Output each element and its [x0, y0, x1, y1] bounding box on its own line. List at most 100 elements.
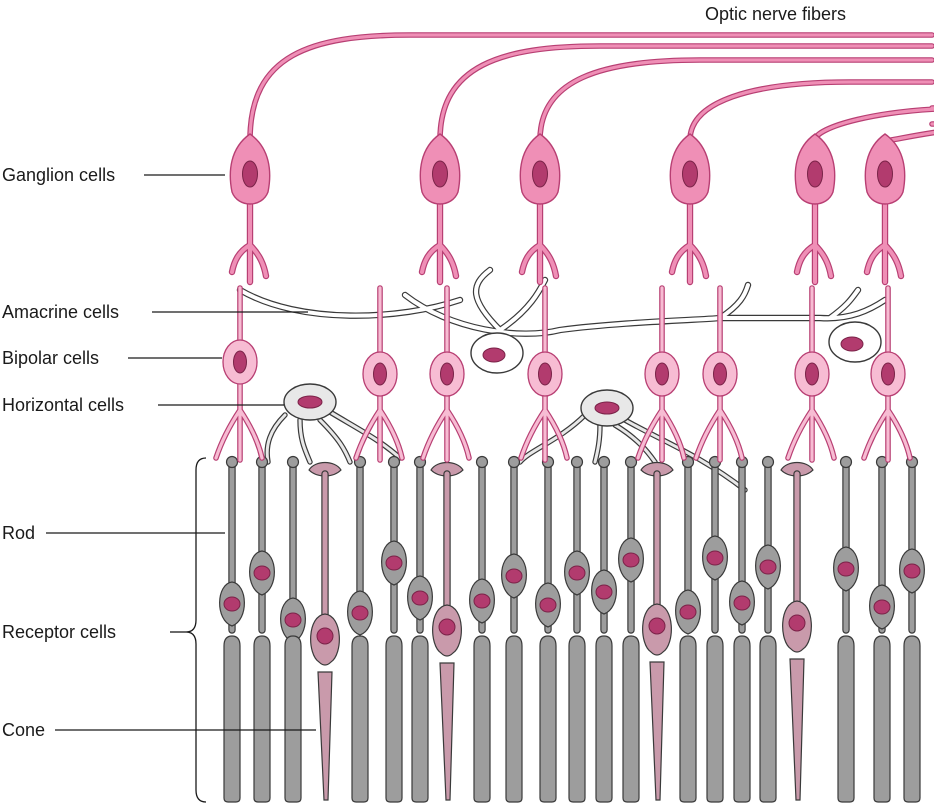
bipolar-processes	[213, 285, 265, 463]
label-horizontal-cells: Horizontal cells	[2, 395, 124, 415]
bipolar-nucleus	[233, 350, 247, 374]
optic-nerve-fiber-core	[813, 106, 934, 142]
rod-outer-segment	[733, 635, 751, 803]
rod-outer-segment	[837, 635, 855, 803]
amacrine-cell-network	[236, 266, 889, 374]
rod-cell	[833, 455, 859, 803]
label-bipolar-cells: Bipolar cells	[2, 348, 99, 368]
rod-outer-segment	[622, 635, 640, 803]
rod-outer-segment	[253, 635, 271, 803]
amacrine-processes	[236, 266, 889, 337]
ganglion-dendrite	[228, 196, 270, 286]
cone-nucleus	[788, 614, 806, 632]
rod-terminal	[624, 455, 638, 469]
rod-outer-segment	[568, 635, 586, 803]
ganglion-nucleus	[432, 160, 448, 188]
bipolar-cell	[518, 285, 570, 463]
cone-pedicle	[640, 461, 674, 477]
rod-terminal	[597, 455, 611, 469]
bipolar-cell	[861, 285, 913, 463]
rod-cell	[729, 455, 755, 803]
rod-nucleus	[733, 595, 751, 611]
optic-nerve-fiber	[537, 57, 934, 143]
bipolar-processes-core	[519, 286, 569, 462]
cone-cell	[640, 461, 674, 801]
bipolar-cell	[693, 285, 745, 463]
rod-terminal	[286, 455, 300, 469]
rod-nucleus	[679, 604, 697, 620]
bipolar-processes-core	[862, 286, 912, 462]
ganglion-cell	[228, 133, 271, 286]
bipolar-cell-layer	[213, 285, 913, 463]
optic-nerve-fiber	[437, 43, 934, 143]
rod-cell	[755, 455, 781, 803]
bipolar-processes	[518, 285, 570, 463]
horizontal-soma-right-nucleus	[594, 401, 620, 415]
optic-nerve-fiber	[882, 121, 934, 144]
ganglion-dendrite	[793, 196, 835, 286]
optic-nerve-fiber-core	[438, 44, 934, 142]
rod-cell	[347, 455, 373, 803]
bipolar-cell	[353, 285, 405, 463]
rod-cell	[899, 455, 925, 803]
rod-cell	[280, 455, 306, 803]
rod-outer-segment	[595, 635, 613, 803]
cone-outer-segment	[649, 661, 665, 801]
optic-nerve-fiber-core	[538, 58, 934, 142]
rod-nucleus	[706, 550, 724, 566]
rod-outer-segment	[873, 635, 891, 803]
optic-nerve-fiber-outline	[247, 32, 934, 143]
rod-nucleus	[505, 568, 523, 584]
rod-outer-segment	[385, 635, 403, 803]
rod-cell	[501, 455, 527, 803]
rod-nucleus	[759, 559, 777, 575]
ganglion-cell	[518, 133, 561, 286]
bipolar-nucleus	[373, 362, 387, 386]
ganglion-cell	[668, 133, 711, 286]
rod-nucleus	[253, 565, 271, 581]
label-rod: Rod	[2, 523, 35, 543]
cone-outer-segment	[317, 671, 333, 801]
bipolar-cell	[213, 285, 265, 463]
rod-outer-segment	[284, 635, 302, 803]
rod-cell	[381, 455, 407, 803]
rod-nucleus	[903, 563, 921, 579]
bipolar-nucleus	[805, 362, 819, 386]
rod-nucleus	[223, 596, 241, 612]
rod-cell	[564, 455, 590, 803]
rod-cell	[249, 455, 275, 803]
rod-cell	[535, 455, 561, 803]
rod-terminal	[507, 455, 521, 469]
bipolar-processes-core	[694, 286, 744, 462]
rod-nucleus	[385, 555, 403, 571]
ganglion-dendrite-core	[520, 198, 558, 284]
amacrine-soma-right-nucleus	[840, 336, 864, 352]
rod-cell	[702, 455, 728, 803]
ganglion-dendrite-core	[420, 198, 458, 284]
ganglion-cell-layer	[228, 133, 906, 286]
bipolar-cell	[420, 285, 472, 463]
ganglion-dendrite-core	[865, 198, 903, 284]
rod-terminal	[761, 455, 775, 469]
amacrine-processes-outline	[236, 266, 889, 337]
label-amacrine-cells: Amacrine cells	[2, 302, 119, 322]
rod-outer-segment	[351, 635, 369, 803]
cone-outer-segment	[789, 658, 805, 801]
ganglion-cell	[418, 133, 461, 286]
label-optic-nerve-fibers: Optic nerve fibers	[705, 4, 846, 24]
ganglion-nucleus	[807, 160, 823, 188]
bipolar-nucleus	[713, 362, 727, 386]
rod-nucleus	[873, 599, 891, 615]
rod-outer-segment	[223, 635, 241, 803]
receptor-cells-brace	[185, 457, 207, 803]
ganglion-dendrite	[668, 196, 710, 286]
cone-cell	[308, 461, 342, 801]
bipolar-processes	[353, 285, 405, 463]
rod-outer-segment	[706, 635, 724, 803]
bipolar-cell	[785, 285, 837, 463]
cone-pedicle	[430, 461, 464, 477]
cone-nucleus	[316, 627, 334, 645]
bipolar-processes	[861, 285, 913, 463]
label-cone: Cone	[2, 720, 45, 740]
rod-cell	[407, 455, 433, 803]
